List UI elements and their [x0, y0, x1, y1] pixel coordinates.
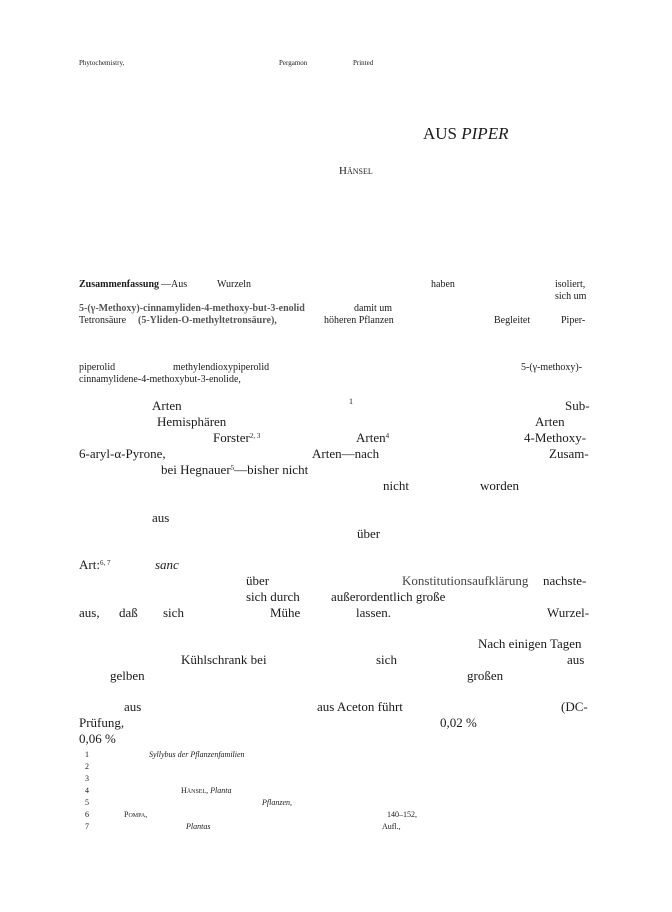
footnote-text: Aufl.,	[382, 822, 401, 831]
journal-name: Phytochemistry,	[79, 59, 125, 67]
footnote-text: Syllybus der Pflanzenfamilien	[149, 750, 245, 759]
summary-text: Begleitet	[494, 315, 531, 326]
compound-name: 5-(γ-Methoxy)-cinnamyliden-4-methoxy-but…	[79, 303, 305, 314]
body-text: sich	[376, 652, 397, 667]
footnote-number: 2	[85, 762, 89, 771]
body-text: Forster2, 3	[213, 430, 261, 445]
summary-text: haben	[431, 279, 455, 290]
body-text: Wurzel-	[547, 605, 590, 620]
body-text: sanc	[155, 557, 179, 572]
publisher: Pergamon	[279, 59, 308, 67]
body-text: Mühe	[270, 605, 301, 620]
body-text: bei Hegnauer5—bisher nicht	[161, 462, 309, 477]
summary-text: Wurzeln	[217, 279, 252, 290]
body-text: daß	[119, 605, 138, 620]
abstract-text: piperolid	[79, 362, 116, 373]
summary-label: Zusammenfassung	[79, 279, 160, 290]
footnote-number: 7	[85, 822, 89, 831]
footnote-text: Pflanzen,	[262, 798, 292, 807]
body-text: aus Aceton führt	[317, 699, 403, 714]
reference-mark: 4	[385, 432, 390, 440]
body-text: nicht	[383, 478, 409, 493]
body-text: gelben	[110, 668, 145, 683]
body-text: großen	[467, 668, 504, 683]
footnote-number: 3	[85, 774, 89, 783]
abstract-text: methylendioxypiperolid	[173, 362, 270, 373]
summary-text: isoliert,	[555, 279, 586, 290]
footnote-number: 4	[85, 786, 89, 795]
body-text: lassen.	[356, 605, 392, 620]
abstract-text: 5-(γ-methoxy)-	[521, 362, 583, 373]
body-text: 0,02 %	[440, 715, 477, 730]
body-text: (DC-	[561, 699, 588, 714]
footnote-text: Pompa,	[124, 810, 148, 819]
summary-text: —Aus	[161, 279, 188, 290]
body-text: Kühlschrank bei	[181, 652, 267, 667]
reference-mark: 1	[349, 397, 353, 406]
body-text: sich durch	[246, 589, 300, 604]
footnote-number: 6	[85, 810, 89, 819]
body-text: 4-Methoxy-	[524, 430, 587, 445]
footnote-text: 140–152,	[387, 810, 417, 819]
body-text: Arten4	[356, 430, 390, 445]
body-text: Hemisphären	[157, 414, 227, 429]
body-text: über	[357, 526, 381, 541]
body-text: aus	[152, 510, 170, 525]
body-text: außerordentlich große	[331, 589, 446, 604]
body-text: Sub-	[565, 398, 590, 413]
summary-text: höheren Pflanzen	[324, 315, 394, 326]
body-text: Prüfung,	[79, 715, 125, 730]
body-text: worden	[480, 478, 519, 493]
summary-text: Tetronsäure	[79, 315, 127, 326]
article-title: AUS PIPER	[423, 124, 509, 143]
body-text: Nach einigen Tagen	[478, 636, 582, 651]
footnote-text: Plantas	[186, 822, 211, 831]
body-text: über	[246, 573, 270, 588]
summary-text: Piper-	[561, 315, 586, 326]
reference-mark: 6, 7	[99, 559, 111, 567]
summary-text: sich um	[555, 291, 587, 302]
body-text: Arten	[152, 398, 182, 413]
footnote-text: Hänsel, Planta	[181, 786, 232, 795]
reference-mark: 2, 3	[249, 432, 261, 440]
summary-text: damit um	[354, 303, 393, 314]
body-text: Art:6, 7	[79, 557, 111, 572]
reference-mark: 5	[230, 464, 235, 472]
body-text: 6-aryl-α-Pyrone,	[79, 446, 166, 461]
body-text: Zusam-	[549, 446, 589, 461]
footnote-number: 1	[85, 750, 89, 759]
body-text: aus	[124, 699, 142, 714]
body-text: nachste-	[543, 573, 587, 588]
body-text: sich	[163, 605, 184, 620]
body-text: aus	[567, 652, 585, 667]
body-text: 0,06 %	[79, 731, 116, 746]
footnote-number: 5	[85, 798, 89, 807]
body-text: aus,	[79, 605, 100, 620]
printed-note: Printed	[353, 59, 374, 67]
compound-name: (5-Yliden-O-methyltetronsäure),	[138, 315, 277, 326]
author-name: Hänsel	[339, 165, 373, 177]
body-text: Arten	[535, 414, 565, 429]
body-text: Konstitutionsaufklärung	[402, 573, 529, 588]
abstract-text: cinnamylidene-4-methoxybut-3-enolide,	[79, 374, 241, 385]
body-text: Arten—nach	[312, 446, 380, 461]
